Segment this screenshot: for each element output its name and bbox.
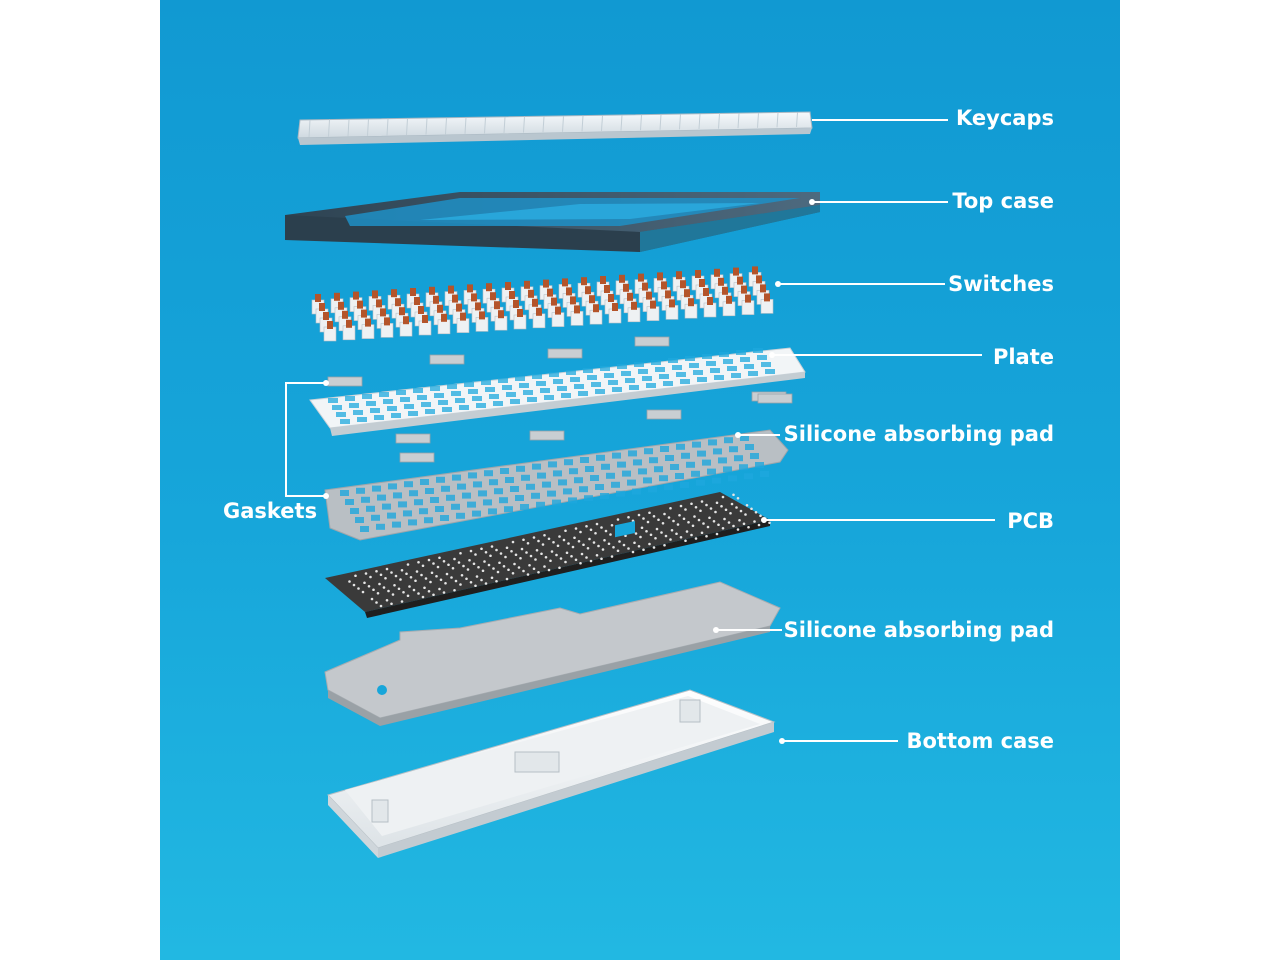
- switches-layer: [312, 266, 773, 341]
- gaskets-label: Gaskets: [223, 499, 317, 523]
- plate-layer: [310, 348, 805, 436]
- top-case-layer: [285, 192, 820, 252]
- exploded-keyboard-diagram: Keycaps Top case Switches Plate Silicone…: [160, 0, 1120, 960]
- keycaps-label: Keycaps: [956, 106, 1054, 130]
- keycaps-layer: [298, 112, 812, 145]
- silicone-pad-top-label: Silicone absorbing pad: [784, 422, 1054, 446]
- top-case-label: Top case: [952, 189, 1054, 213]
- pcb-label: PCB: [1007, 509, 1054, 533]
- silicone-pad-bottom-label: Silicone absorbing pad: [784, 618, 1054, 642]
- bottom-case-label: Bottom case: [907, 729, 1055, 753]
- switches-label: Switches: [948, 272, 1054, 296]
- plate-label: Plate: [993, 345, 1054, 369]
- keyboard-layers-illustration: [160, 0, 1120, 960]
